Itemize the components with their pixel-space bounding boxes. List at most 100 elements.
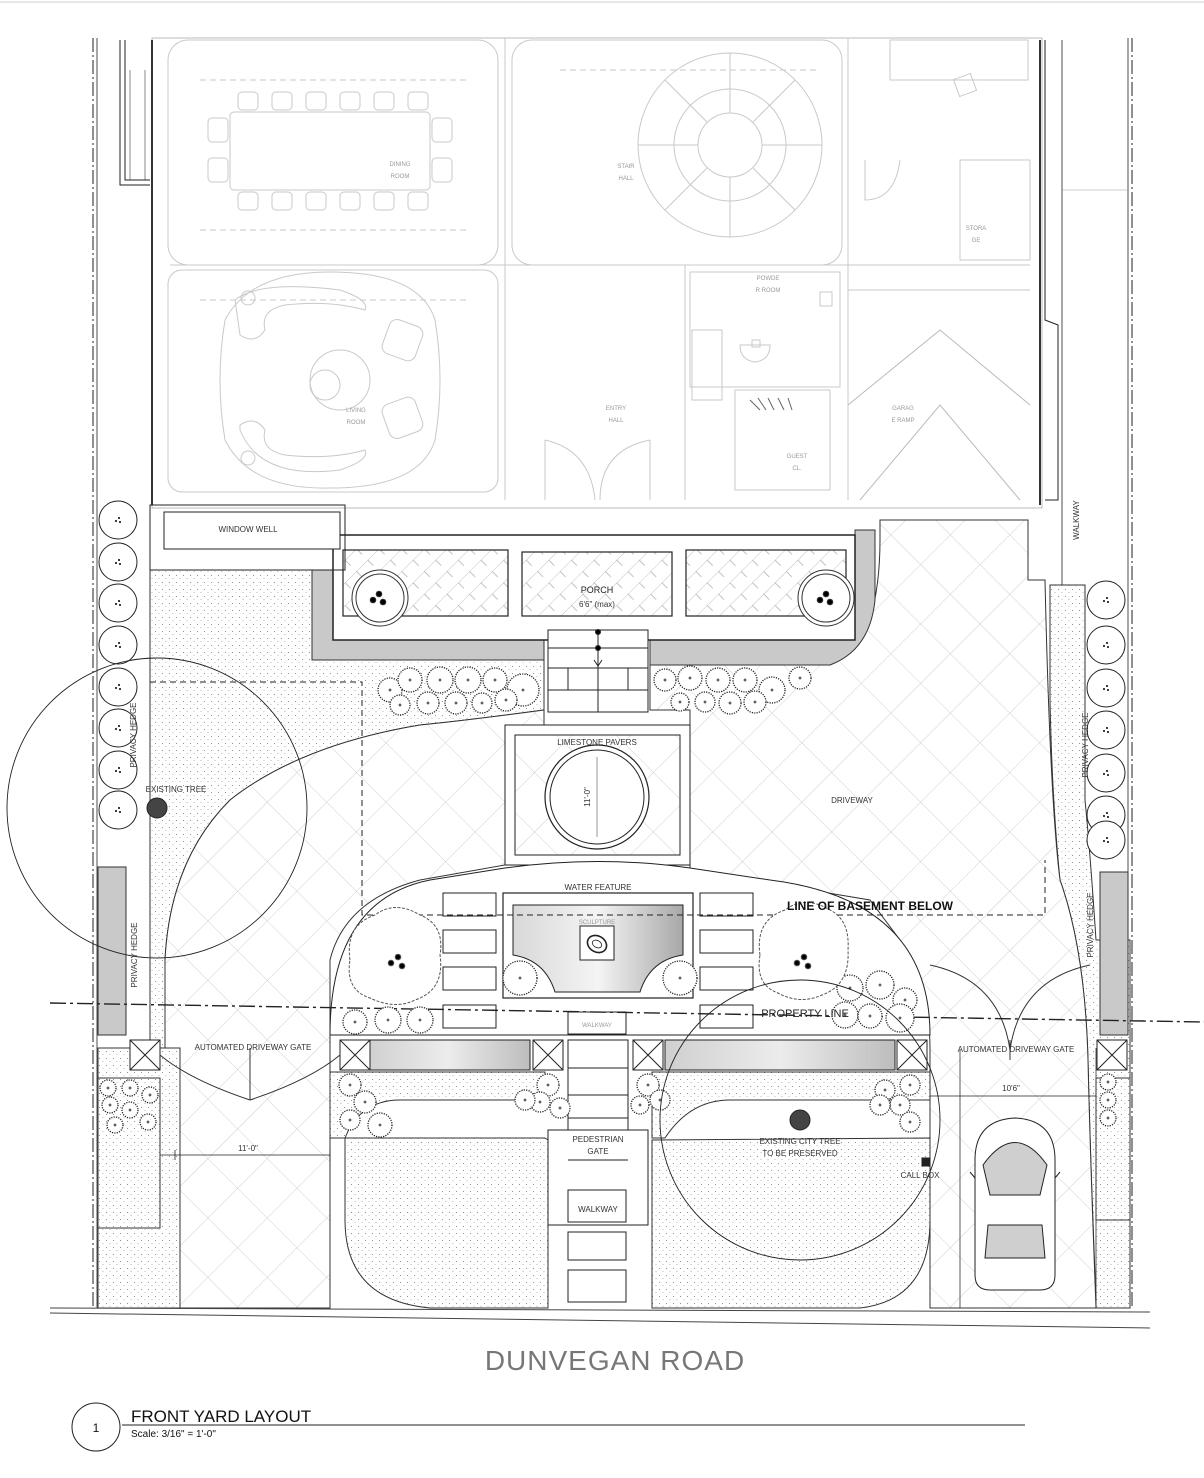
shrub xyxy=(743,690,767,714)
ornamental-trees xyxy=(348,902,849,1005)
dining-chairs xyxy=(207,91,453,211)
limestone-pavers-label: LIMESTONE PAVERS xyxy=(557,738,637,747)
gate-posts xyxy=(129,1039,1128,1071)
fountain-dimension: 11'-0" xyxy=(583,787,592,807)
privacy-hedge-left-upper-label: PRIVACY HEDGE xyxy=(129,702,138,767)
shrub xyxy=(482,667,508,693)
hedge-shrub xyxy=(98,708,138,748)
dimension-lines xyxy=(160,1095,1096,1160)
hedge-shrub xyxy=(1086,753,1126,793)
entry-steps xyxy=(547,629,649,713)
shrub xyxy=(338,1073,362,1097)
drawing-title: FRONT YARD LAYOUT xyxy=(131,1407,311,1426)
hedge-shrub xyxy=(1086,580,1126,620)
planting-beds xyxy=(97,529,1129,1036)
hedge-shrub xyxy=(98,625,138,665)
shrub xyxy=(653,668,677,692)
shrub xyxy=(758,676,786,704)
shrub xyxy=(454,666,482,694)
porch-label: PORCH xyxy=(581,585,614,595)
shrub xyxy=(99,1079,117,1097)
walkway-small-label: WALKWAY xyxy=(582,1023,612,1029)
living-room-label: LIVING xyxy=(346,408,366,414)
gate-right-label: AUTOMATED DRIVEWAY GATE xyxy=(958,1045,1075,1054)
shrub xyxy=(353,1090,377,1114)
call-box-label: CALL BOX xyxy=(901,1171,940,1180)
property-line-label: PROPERTY LINE xyxy=(761,1008,849,1020)
shrub xyxy=(705,667,731,693)
privacy-hedge-left-lower-label: PRIVACY HEDGE xyxy=(130,922,139,987)
shrub xyxy=(397,667,423,693)
shrub xyxy=(416,691,440,715)
road-name: DUNVEGAN ROAD xyxy=(485,1345,745,1376)
privacy-hedge-right-upper-label: PRIVACY HEDGE xyxy=(1081,712,1090,777)
hedge-shrub xyxy=(98,542,138,582)
existing-tree-trunk xyxy=(146,797,168,819)
shrub xyxy=(1099,1109,1117,1127)
guest-closet-label: GUEST xyxy=(787,454,808,460)
shrub xyxy=(718,691,742,715)
car-outline xyxy=(969,1117,1061,1291)
driveway-label: DRIVEWAY xyxy=(831,796,873,805)
living-room-furniture xyxy=(219,271,441,489)
shrub xyxy=(406,1006,434,1034)
hedge-shrub xyxy=(1086,820,1126,860)
shrub xyxy=(139,1113,157,1131)
window-well-label: WINDOW WELL xyxy=(218,525,278,534)
privacy-hedge-right-lower-label: PRIVACY HEDGE xyxy=(1086,892,1095,957)
stair-hall-label: STAIR xyxy=(617,164,635,170)
svg-text:ROOM: ROOM xyxy=(391,174,410,180)
house-room-labels: DINING ROOM STAIR HALL STORA GE POWDE R … xyxy=(346,162,986,472)
shrub xyxy=(694,691,716,713)
shrub xyxy=(444,691,468,715)
city-tree-label: EXISTING CITY TREE xyxy=(759,1137,840,1146)
svg-text:HALL: HALL xyxy=(608,418,624,424)
existing-tree-label: EXISTING TREE xyxy=(146,785,207,794)
street-edge xyxy=(49,1307,1151,1329)
dimension-right: 10'6" xyxy=(1002,1084,1020,1093)
hedge-shrub xyxy=(1086,668,1126,708)
shrub xyxy=(494,688,518,712)
existing-trees xyxy=(6,657,941,1261)
house-floor-plan xyxy=(129,37,1043,509)
powder-room-label: POWDE xyxy=(757,276,780,282)
shrub xyxy=(899,1074,921,1096)
shrub xyxy=(121,1101,139,1119)
site-labels: WINDOW WELL WALKWAY PORCH 6'6" (max) LIM… xyxy=(129,499,1095,1214)
shrub xyxy=(342,1009,368,1035)
gate-left-label: AUTOMATED DRIVEWAY GATE xyxy=(195,1043,312,1052)
shrub xyxy=(141,1086,159,1104)
svg-text:ROOM: ROOM xyxy=(347,420,366,426)
front-wall-and-gates xyxy=(129,964,1128,1303)
sculpture-label: SCULPTURE xyxy=(579,920,615,926)
drawing-number: 1 xyxy=(93,1421,100,1435)
property-line xyxy=(49,1002,1204,1023)
pedestrian-gate-label: PEDESTRIAN xyxy=(572,1135,623,1144)
basement-line-label: LINE OF BASEMENT BELOW xyxy=(787,899,954,913)
shrub xyxy=(670,692,690,712)
porch-dimension: 6'6" (max) xyxy=(579,600,615,609)
svg-text:E RAMP: E RAMP xyxy=(891,418,914,424)
shrub xyxy=(101,1096,119,1114)
shrub xyxy=(367,1112,393,1138)
svg-text:GATE: GATE xyxy=(587,1147,608,1156)
shrub xyxy=(426,666,454,694)
svg-text:HALL: HALL xyxy=(618,176,634,182)
shrub xyxy=(121,1079,139,1097)
entry-hall-label: ENTRY xyxy=(606,406,626,412)
svg-text:TO BE PRESERVED: TO BE PRESERVED xyxy=(762,1149,838,1158)
hedge-shrub xyxy=(98,500,138,540)
shrub xyxy=(865,970,895,1000)
existing-city-tree-trunk xyxy=(789,1109,811,1131)
shrub xyxy=(788,666,812,690)
shrub-plantings xyxy=(99,665,1117,1138)
shrub xyxy=(662,960,698,996)
shrub xyxy=(630,1095,650,1115)
limestone-paver-court xyxy=(504,724,691,866)
shrub xyxy=(885,1003,915,1033)
walkway-side-label: WALKWAY xyxy=(1072,499,1081,539)
shrub xyxy=(869,1094,891,1116)
shrub xyxy=(549,1097,571,1119)
hedge-shrub xyxy=(98,790,138,830)
